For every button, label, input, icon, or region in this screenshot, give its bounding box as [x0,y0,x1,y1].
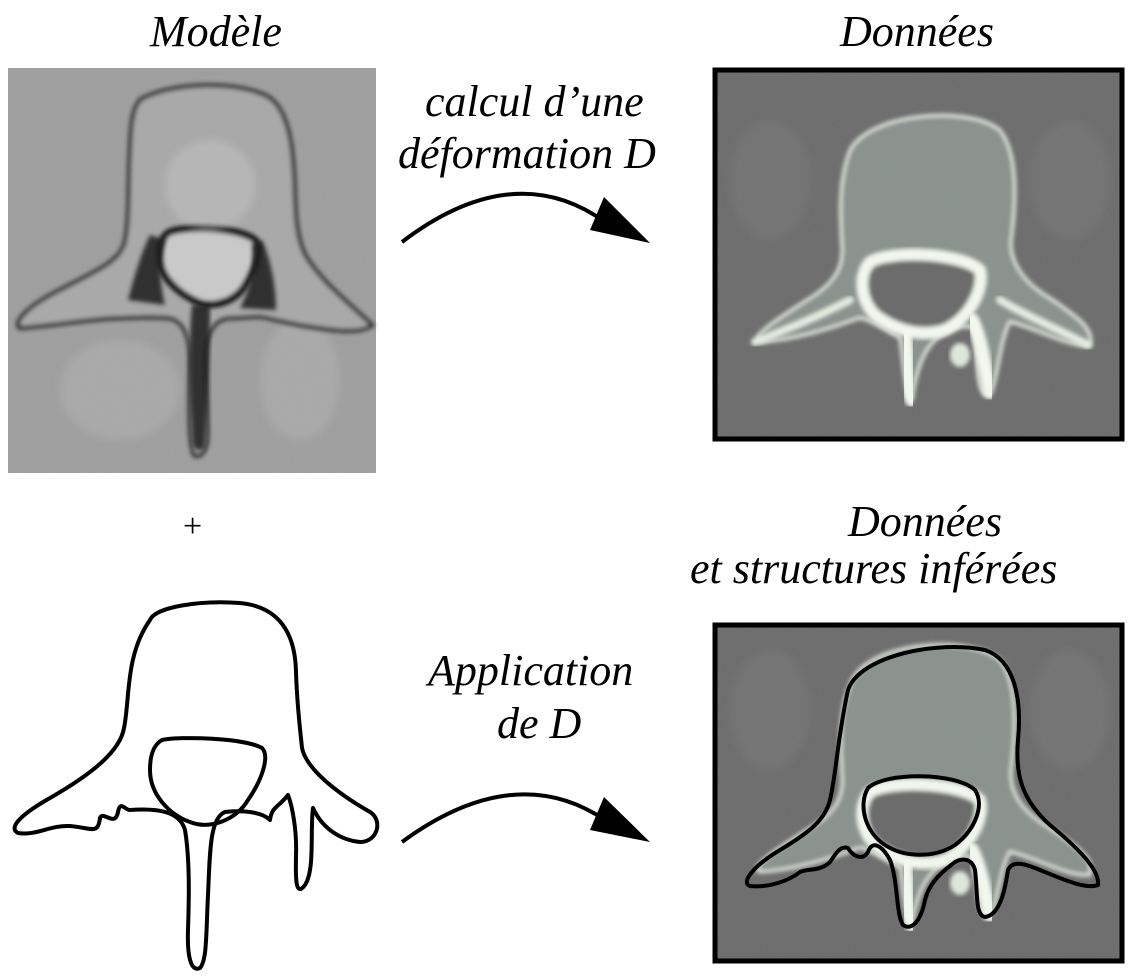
apply-arrow [402,794,650,842]
deformation-arrow [402,194,650,243]
model-structure-outline [15,602,378,968]
data-scan-image [715,70,1122,439]
data-inferred-image [715,625,1122,961]
model-image [8,68,376,473]
